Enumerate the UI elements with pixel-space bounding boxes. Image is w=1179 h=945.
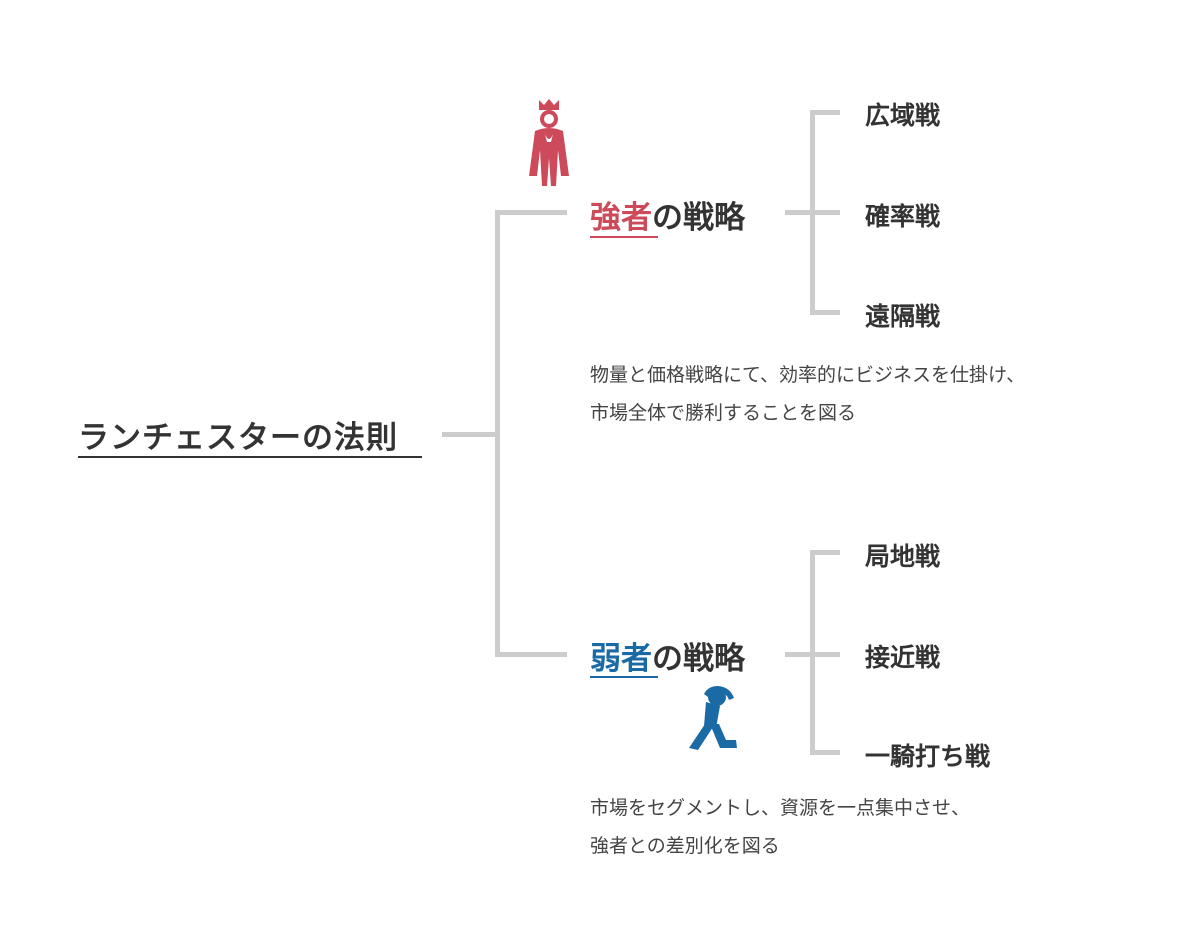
strong-suffix: の戦略 [652, 200, 745, 236]
root-title: ランチェスターの法則 [78, 420, 398, 456]
strong-tactic-tick-1 [810, 110, 840, 115]
weak-tactic-tick-2 [810, 652, 840, 657]
weak-tactic-3: 一騎打ち戦 [865, 742, 991, 771]
crouching-figure-icon [686, 684, 742, 752]
strong-highlight: 強者 [590, 200, 652, 236]
root-connector [442, 432, 498, 437]
weak-description: 市場をセグメントし、資源を一点集中させ、 強者との差別化を図る [590, 789, 970, 865]
weak-branch-line [495, 652, 567, 657]
strong-tactic-1: 広域戦 [865, 101, 941, 130]
strong-tactics-connector [785, 210, 813, 215]
weak-description-line-1: 市場をセグメントし、資源を一点集中させ、 [590, 797, 971, 819]
weak-tactic-tick-1 [810, 550, 840, 555]
weak-underline [590, 676, 658, 678]
weak-tactics-connector [785, 652, 813, 657]
weak-tactic-1: 局地戦 [865, 542, 941, 571]
strong-description: 物量と価格戦略にて、効率的にビジネスを仕掛け、 市場全体で勝利することを図る [590, 356, 1025, 432]
root-underline [78, 456, 422, 458]
weak-highlight: 弱者 [590, 641, 652, 677]
weak-description-line-2: 強者との差別化を図る [590, 835, 780, 857]
weak-suffix: の戦略 [652, 641, 745, 677]
strong-tactic-tick-3 [810, 310, 840, 315]
strong-underline [590, 236, 658, 238]
weak-tactic-2: 接近戦 [865, 643, 941, 672]
king-figure-icon [525, 98, 573, 190]
strong-description-line-2: 市場全体で勝利することを図る [590, 402, 857, 424]
strong-tactic-2: 確率戦 [865, 202, 941, 231]
strong-strategy-title: 強者の戦略 [590, 192, 745, 237]
main-vertical-line [495, 210, 500, 657]
weak-strategy-title: 弱者の戦略 [590, 633, 745, 678]
weak-tactic-tick-3 [810, 750, 840, 755]
strong-branch-line [495, 210, 567, 215]
strong-description-line-1: 物量と価格戦略にて、効率的にビジネスを仕掛け、 [590, 364, 1026, 386]
strong-tactic-tick-2 [810, 210, 840, 215]
strong-tactic-3: 遠隔戦 [865, 302, 941, 331]
